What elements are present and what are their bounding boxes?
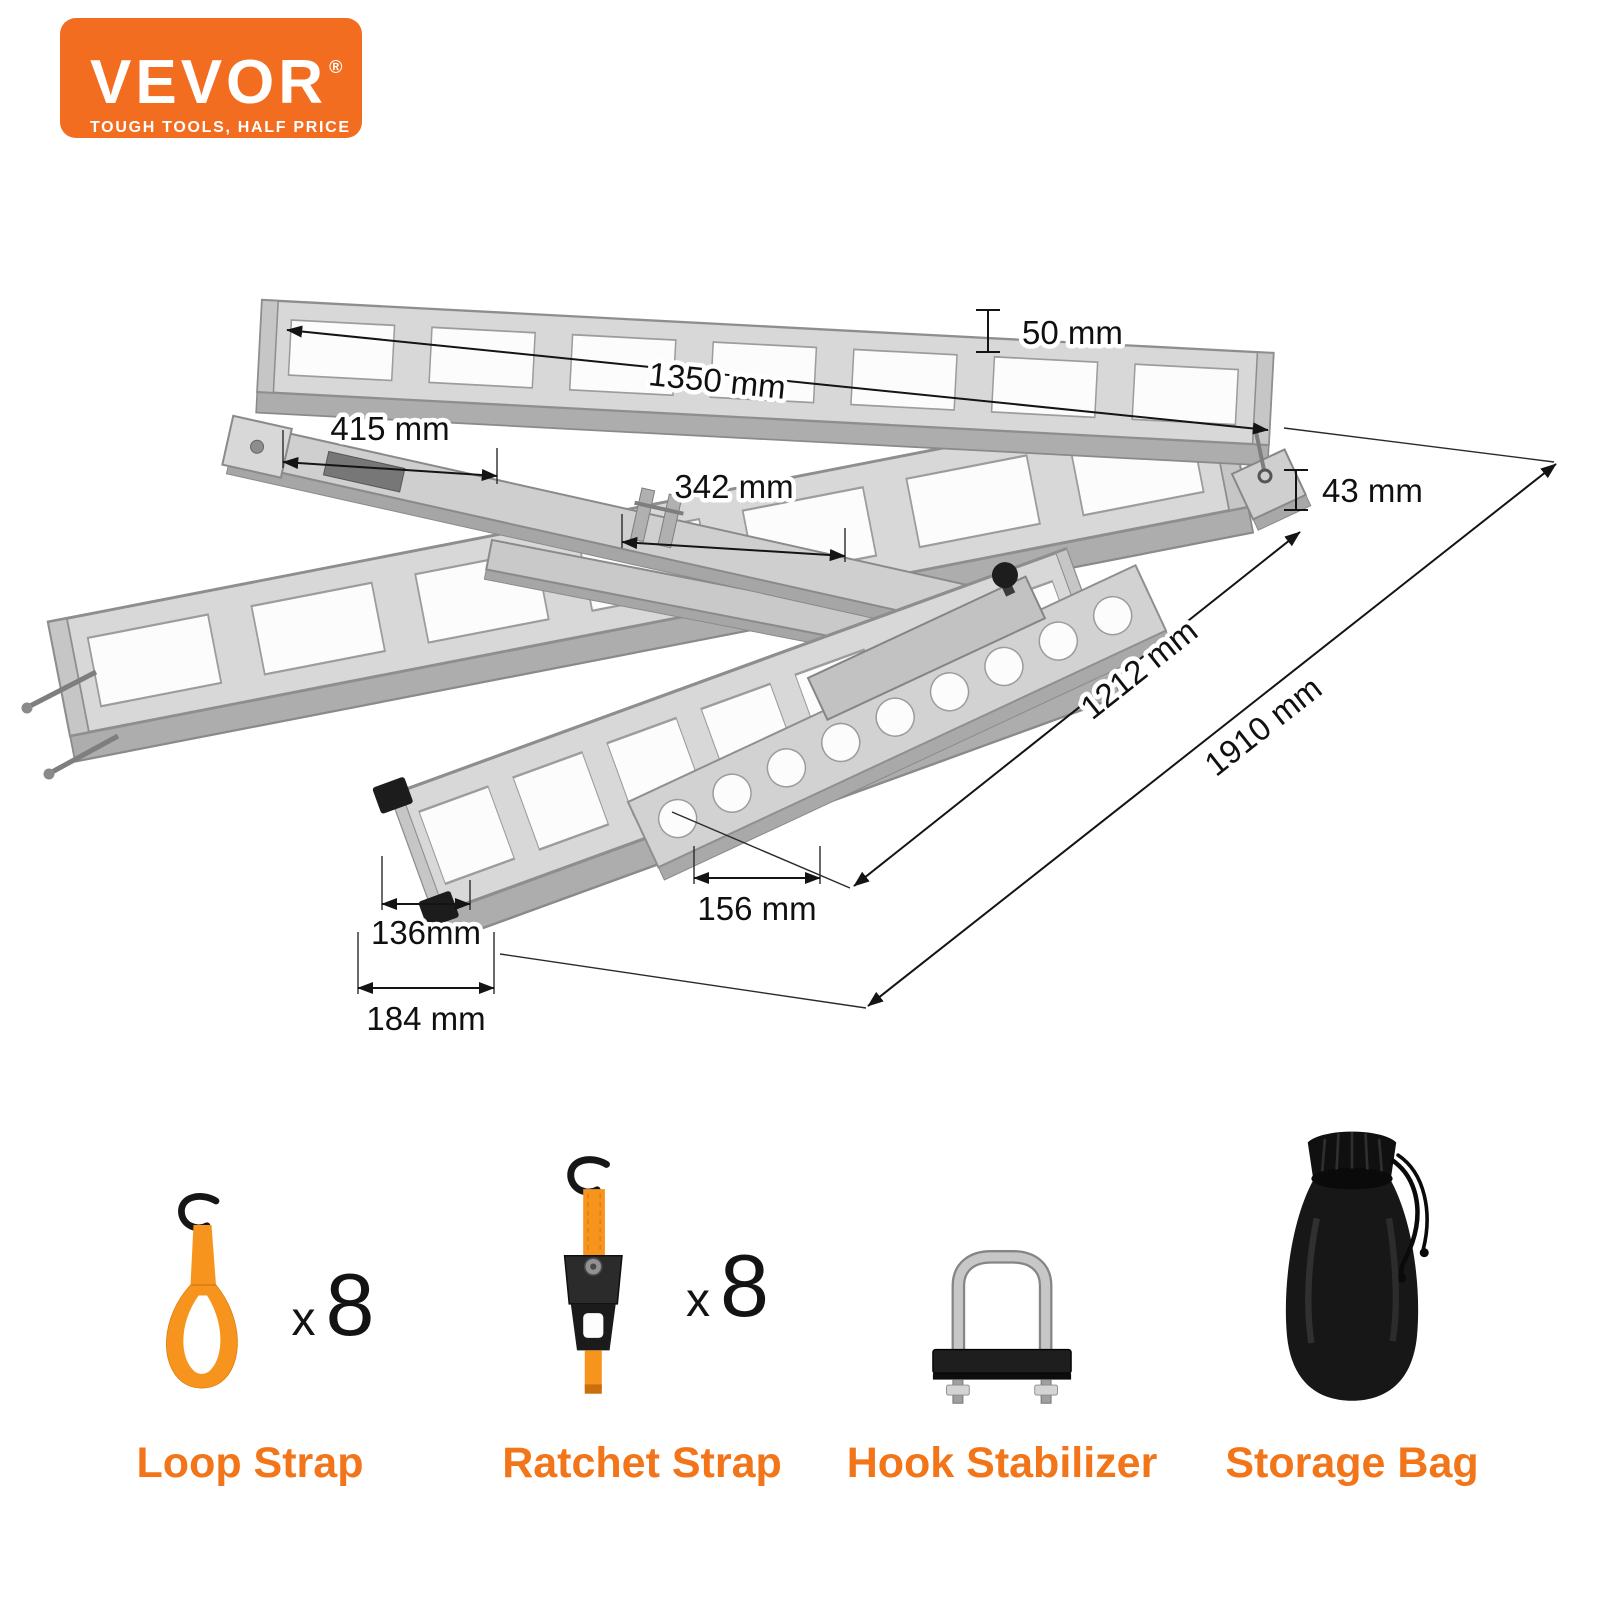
rail-end-cap [372, 777, 413, 814]
accessory-label-hook-stabilizer: Hook Stabilizer [846, 1439, 1158, 1487]
dim-43-label: 43 mm [1322, 472, 1423, 509]
qty-value: 8 [325, 1254, 375, 1354]
brand-tagline: TOUGH TOOLS, HALF PRICE [90, 119, 351, 136]
dim-156: 156 mm [693, 846, 821, 932]
mounting-bracket [630, 487, 684, 549]
dim-342-label: 342 mm [674, 468, 793, 505]
accessory-label-storage-bag: Storage Bag [1225, 1439, 1479, 1487]
loop-strap-art: x 8 [126, 1192, 375, 1417]
loop-strap-quantity: x 8 [292, 1254, 375, 1356]
brand-logo: VEVOR® TOUGH TOOLS, HALF PRICE [60, 18, 362, 138]
dim-415-label: 415 mm [330, 410, 449, 447]
dim-415: 415 mm [282, 406, 498, 484]
ratchet-strap-quantity: x 8 [686, 1235, 769, 1337]
brand-name-text: VEVOR [90, 48, 328, 117]
qty-prefix: x [686, 1274, 711, 1327]
qty-value: 8 [720, 1236, 769, 1335]
accessory-card-storage-bag: Storage Bag [1168, 1095, 1536, 1495]
accessory-card-ratchet-strap: x 8 Ratchet Strap [452, 1095, 832, 1495]
safety-pins [21, 431, 1273, 780]
brand-name: VEVOR® [90, 36, 362, 114]
dim-156-label: 156 mm [697, 890, 816, 927]
qty-prefix: x [291, 1292, 316, 1346]
hook-stabilizer-icon [932, 1250, 1072, 1404]
dim-136-label: 136mm [371, 914, 481, 951]
ratchet-strap-icon [563, 1156, 623, 1394]
accessory-card-loop-strap: x 8 Loop Strap [64, 1095, 436, 1495]
accessory-label-ratchet-strap: Ratchet Strap [502, 1439, 782, 1487]
loop-strap-icon [165, 1193, 238, 1389]
accessories-row: x 8 Loop Strap [0, 1095, 1600, 1495]
storage-bag-art [1257, 1119, 1447, 1417]
ratchet-strap-art: x 8 [515, 1155, 769, 1417]
dim-342: 342 mm [621, 464, 846, 562]
storage-bag-icon [1285, 1131, 1429, 1401]
dim-1910-label: 1910 mm [1197, 669, 1328, 783]
dim-184-label: 184 mm [366, 1000, 485, 1037]
dim-50: 50 mm [976, 309, 1127, 356]
dim-136: 136mm [366, 856, 486, 956]
hook-stabilizer-art [902, 1244, 1102, 1417]
accessory-card-hook-stabilizer: Hook Stabilizer [842, 1095, 1162, 1495]
carrier-diagram: 1350 mm 415 mm 342 mm 50 mm [21, 298, 1557, 1042]
dim-184: 184 mm [357, 932, 495, 1042]
accessory-label-loop-strap: Loop Strap [136, 1439, 364, 1487]
dim-50-label: 50 mm [1022, 314, 1123, 351]
brand-registered-mark: ® [329, 57, 343, 77]
